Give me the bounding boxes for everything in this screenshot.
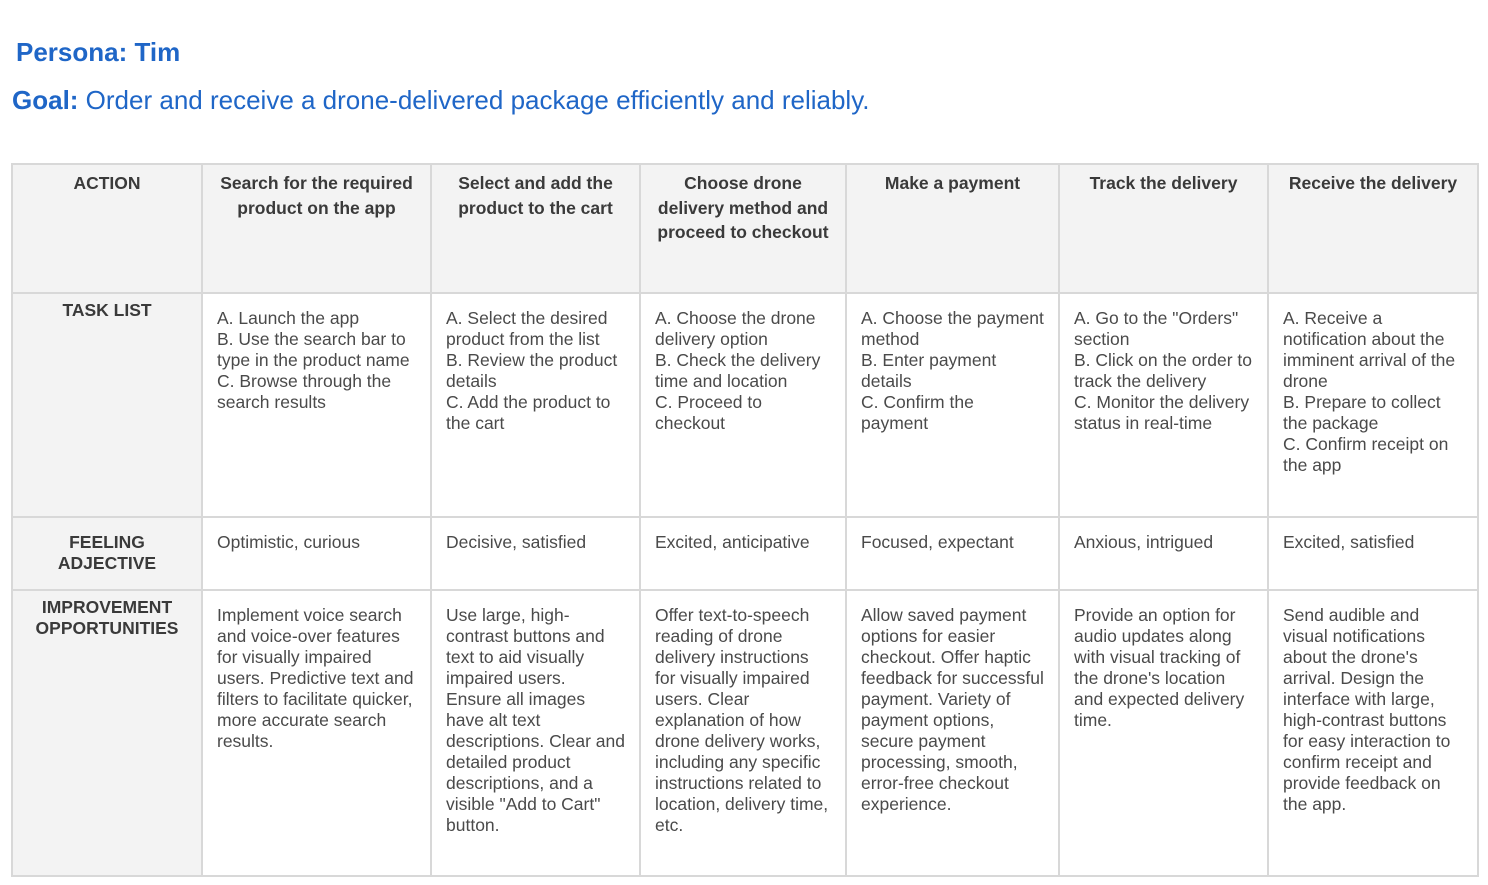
table-row-improvements: IMPROVEMENT OPPORTUNITIES Implement voic… — [11, 589, 1479, 877]
header-action: ACTION — [11, 163, 203, 294]
feeling-cell: Excited, anticipative — [639, 516, 847, 591]
improvement-cell: Send audible and visual notifications ab… — [1267, 589, 1479, 877]
feeling-cell: Anxious, intrigued — [1058, 516, 1269, 591]
feeling-cell: Excited, satisfied — [1267, 516, 1479, 591]
task-cell: A. Choose the payment method B. Enter pa… — [845, 292, 1060, 518]
feeling-cell: Optimistic, curious — [201, 516, 432, 591]
table-row-task-list: TASK LIST A. Launch the app B. Use the s… — [11, 292, 1479, 518]
improvement-cell: Provide an option for audio updates alon… — [1058, 589, 1269, 877]
row-label-improvement-opportunities: IMPROVEMENT OPPORTUNITIES — [11, 589, 203, 877]
header-stage-select: Select and add the product to the cart — [430, 163, 641, 294]
improvement-cell: Implement voice search and voice-over fe… — [201, 589, 432, 877]
task-cell: A. Go to the "Orders" section B. Click o… — [1058, 292, 1269, 518]
row-label-feeling-adjective: FEELING ADJECTIVE — [11, 516, 203, 591]
improvement-cell: Use large, high-contrast buttons and tex… — [430, 589, 641, 877]
goal-statement: Goal: Order and receive a drone-delivere… — [12, 82, 870, 118]
improvement-cell: Offer text-to-speech reading of drone de… — [639, 589, 847, 877]
header-stage-search: Search for the required product on the a… — [201, 163, 432, 294]
feeling-cell: Focused, expectant — [845, 516, 1060, 591]
task-cell: A. Select the desired product from the l… — [430, 292, 641, 518]
table-row-feeling: FEELING ADJECTIVE Optimistic, curious De… — [11, 516, 1479, 591]
row-label-task-list: TASK LIST — [11, 292, 203, 518]
task-cell: A. Choose the drone delivery option B. C… — [639, 292, 847, 518]
goal-label: Goal: — [12, 85, 79, 115]
improvement-cell: Allow saved payment options for easier c… — [845, 589, 1060, 877]
header-stage-delivery-method: Choose drone delivery method and proceed… — [639, 163, 847, 294]
persona-title: Persona: Tim — [16, 37, 181, 67]
header-stage-track: Track the delivery — [1058, 163, 1269, 294]
task-cell: A. Receive a notification about the immi… — [1267, 292, 1479, 518]
goal-text: Order and receive a drone-delivered pack… — [78, 85, 870, 115]
task-cell: A. Launch the app B. Use the search bar … — [201, 292, 432, 518]
journey-map-table: ACTION Search for the required product o… — [11, 163, 1479, 877]
header-stage-receive: Receive the delivery — [1267, 163, 1479, 294]
header-stage-payment: Make a payment — [845, 163, 1060, 294]
feeling-cell: Decisive, satisfied — [430, 516, 641, 591]
header-row: ACTION Search for the required product o… — [11, 163, 1479, 294]
